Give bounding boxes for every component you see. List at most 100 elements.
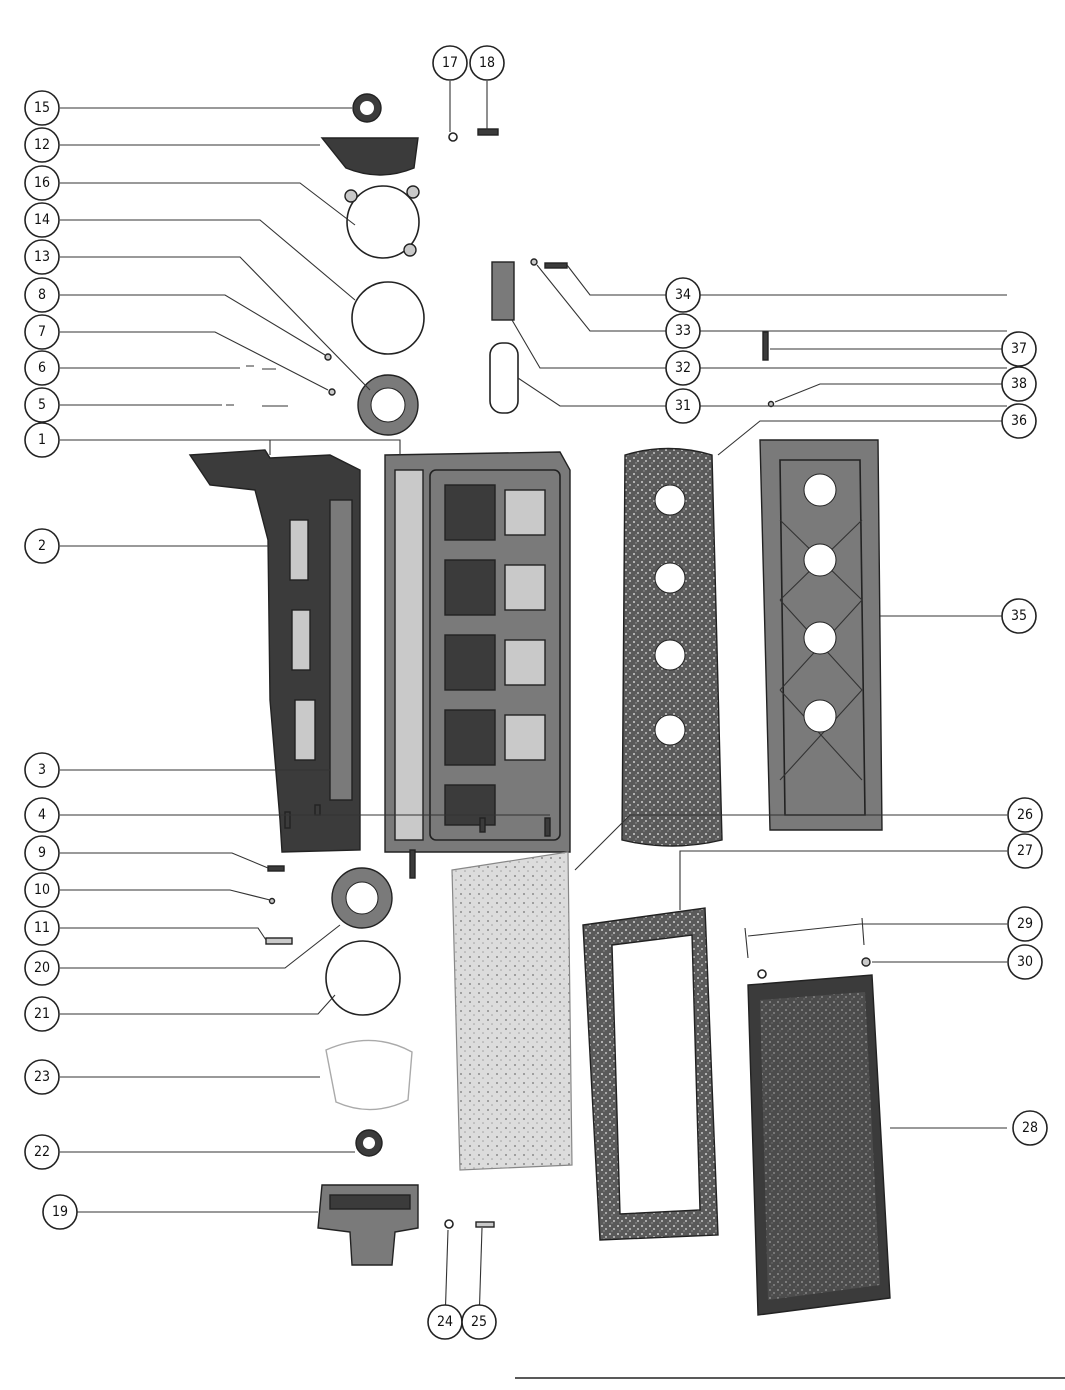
exhaust-gasket-part-27 — [582, 907, 719, 1241]
callout-number: 32 — [675, 360, 691, 376]
callout-circle — [1001, 598, 1037, 634]
callout-number: 33 — [675, 323, 691, 339]
crankcase-left-part-2 — [188, 449, 361, 853]
callout-number: 7 — [38, 324, 46, 340]
pin-part-6 — [246, 365, 276, 370]
callout-circle — [1001, 366, 1037, 402]
callout-circle — [24, 422, 60, 458]
callout-number: 30 — [1017, 954, 1033, 970]
callout-17: 17 — [432, 45, 468, 81]
gasket-part-26 — [451, 851, 573, 1171]
callout-circle — [469, 45, 505, 81]
callout-circle — [1007, 944, 1043, 980]
callout-circle — [24, 872, 60, 908]
bearing-cap-part-12 — [320, 137, 419, 176]
callout-circle — [24, 996, 60, 1032]
washer-part-30 — [861, 957, 871, 967]
callout-circle — [24, 950, 60, 986]
screw-part-34 — [544, 262, 568, 269]
callout-29: 29 — [1007, 906, 1043, 942]
screw-part-25 — [475, 1221, 495, 1228]
pin-part-5 — [226, 404, 288, 407]
callout-circle — [24, 910, 60, 946]
head-gasket-part-36 — [621, 447, 723, 847]
gasket-part-31 — [489, 342, 519, 414]
callout-31: 31 — [665, 388, 701, 424]
callout-3: 3 — [24, 752, 60, 788]
callout-circle — [24, 835, 60, 871]
callout-circle — [24, 239, 60, 275]
callout-number: 19 — [52, 1204, 68, 1220]
callout-25: 25 — [461, 1304, 497, 1340]
callout-38: 38 — [1001, 366, 1037, 402]
screw-part-18 — [477, 128, 499, 136]
callout-22: 22 — [24, 1134, 60, 1170]
callout-number: 26 — [1017, 807, 1033, 823]
screw-part-29 — [744, 917, 865, 959]
callout-circle — [432, 45, 468, 81]
callout-circle — [1001, 403, 1037, 439]
callout-number: 18 — [479, 55, 495, 71]
callout-number: 11 — [34, 920, 50, 936]
seal-part-22-hole — [363, 1137, 375, 1149]
callout-2: 2 — [24, 528, 60, 564]
callout-number: 13 — [34, 249, 50, 265]
callout-number: 37 — [1011, 341, 1027, 357]
callout-35: 35 — [1001, 598, 1037, 634]
callout-number: 3 — [38, 762, 46, 778]
callout-26: 26 — [1007, 797, 1043, 833]
ball-part-7 — [328, 388, 336, 396]
screw-part-37 — [762, 331, 769, 361]
callout-circle — [24, 202, 60, 238]
callout-18: 18 — [469, 45, 505, 81]
callout-number: 17 — [442, 55, 458, 71]
callout-circle — [24, 752, 60, 788]
port-blocks — [444, 484, 546, 826]
ball-part-17 — [448, 132, 458, 142]
bearing-part-20-inner — [345, 881, 379, 915]
callout-number: 9 — [38, 845, 46, 861]
callout-16: 16 — [24, 165, 60, 201]
callout-20: 20 — [24, 950, 60, 986]
callout-circle — [24, 797, 60, 833]
callout-11: 11 — [24, 910, 60, 946]
callout-number: 1 — [38, 432, 46, 448]
callout-number: 36 — [1011, 413, 1027, 429]
callout-number: 23 — [34, 1069, 50, 1085]
parts-layer — [188, 93, 1065, 1379]
callout-circle — [1007, 797, 1043, 833]
callout-circle — [24, 1059, 60, 1095]
bearing-part-13-inner — [370, 387, 406, 423]
seal-part-15-hole — [360, 101, 374, 115]
gasket-part-16-ear-b — [406, 185, 420, 199]
callout-circle — [24, 127, 60, 163]
callout-circle — [24, 350, 60, 386]
callout-8: 8 — [24, 277, 60, 313]
callout-6: 6 — [24, 350, 60, 386]
callout-14: 14 — [24, 202, 60, 238]
washer-part-30-b — [757, 969, 767, 979]
ball-part-10 — [268, 897, 276, 905]
callout-number: 35 — [1011, 608, 1027, 624]
gasket-part-16-ear-c — [403, 243, 417, 257]
callout-circle — [665, 277, 701, 313]
callout-circle — [1012, 1110, 1048, 1146]
o-ring-part-14 — [351, 281, 425, 355]
callout-circle — [24, 314, 60, 350]
callout-23: 23 — [24, 1059, 60, 1095]
screw-part-9 — [267, 865, 285, 872]
ball-part-24 — [444, 1219, 454, 1229]
callout-number: 21 — [34, 1006, 50, 1022]
callout-number: 4 — [38, 807, 46, 823]
callout-number: 38 — [1011, 376, 1027, 392]
callout-circle — [665, 350, 701, 386]
pin-part-11 — [265, 937, 293, 945]
callout-24: 24 — [427, 1304, 463, 1340]
bolts-part-4 — [284, 804, 551, 879]
exhaust-cover-part-28 — [747, 974, 891, 1316]
callout-number: 8 — [38, 287, 46, 303]
callout-number: 25 — [471, 1314, 487, 1330]
callout-circle — [461, 1304, 497, 1340]
crankcase-right-part-1 — [384, 451, 571, 853]
